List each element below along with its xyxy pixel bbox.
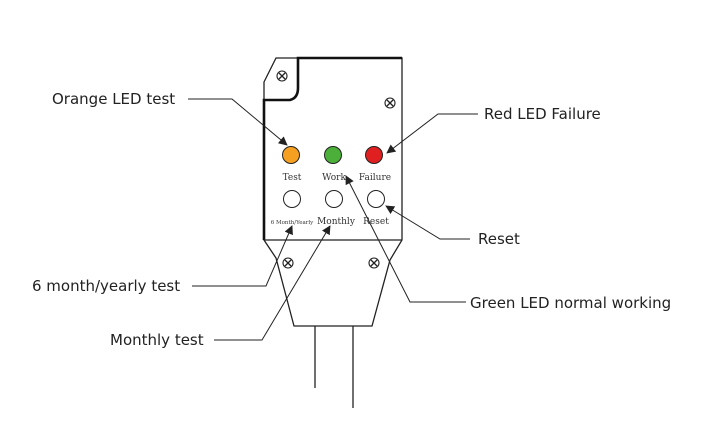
reset-button[interactable] xyxy=(367,190,385,208)
leader-green-led xyxy=(345,175,466,303)
leader-six-month xyxy=(192,225,293,287)
callout-monthly: Monthly test xyxy=(110,331,204,349)
green-led xyxy=(324,146,342,164)
callout-red-led: Red LED Failure xyxy=(484,105,601,123)
leader-red-led xyxy=(386,113,478,154)
housing-top-edge xyxy=(262,56,402,240)
label-monthly: Monthly xyxy=(317,217,356,227)
six-month-yearly-test-button[interactable] xyxy=(283,190,301,208)
monthly-test-button[interactable] xyxy=(325,190,343,208)
screw-icon xyxy=(368,257,380,269)
leader-orange-led xyxy=(188,98,288,146)
screw-icon xyxy=(276,70,288,82)
label-six-month-yearly: 6 Month/Yearly xyxy=(271,220,314,226)
callout-green-led: Green LED normal working xyxy=(470,294,671,312)
label-test: Test xyxy=(283,173,302,183)
screw-icon xyxy=(384,97,396,109)
screw-icon xyxy=(282,257,294,269)
leader-reset xyxy=(385,205,470,240)
orange-led xyxy=(282,146,300,164)
callout-reset: Reset xyxy=(478,230,520,248)
label-work: Work xyxy=(322,173,346,183)
label-reset: Reset xyxy=(363,217,389,227)
label-failure: Failure xyxy=(359,173,391,183)
leader-monthly xyxy=(214,225,331,341)
red-led xyxy=(365,146,383,164)
callout-orange-led: Orange LED test xyxy=(52,90,175,108)
callout-six-month: 6 month/yearly test xyxy=(32,277,180,295)
